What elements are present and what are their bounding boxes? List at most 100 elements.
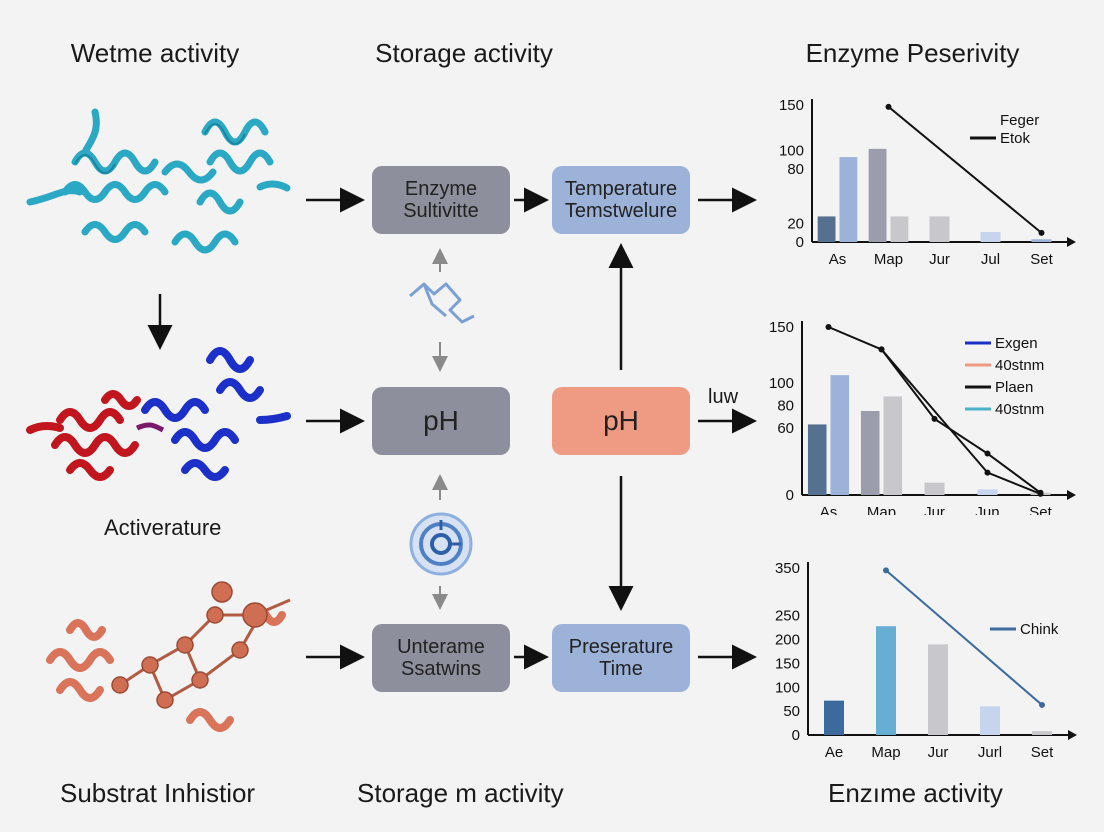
line-point (931, 415, 938, 422)
enzyme-box-line1: Enzyme (404, 178, 478, 200)
y-tick-label: 350 (775, 560, 800, 577)
x-tick-label: Map (874, 251, 903, 268)
y-tick-label: 50 (783, 703, 800, 720)
line-point (984, 450, 991, 457)
x-axis-arrow (1067, 490, 1076, 500)
line-point (1038, 229, 1045, 236)
caption-storage-m-activity: Storage m activity (357, 778, 564, 808)
legend-label: 40stnm (995, 401, 1044, 418)
bar (977, 489, 998, 495)
unterame-box-line1: Unterame (397, 636, 485, 658)
flow-arrows (147, 187, 757, 670)
x-tick-label: Jul (981, 251, 1000, 268)
line-point (825, 324, 832, 330)
x-tick-label: Jur (924, 504, 945, 515)
temperature-box-line1: Temperature (564, 178, 678, 200)
x-tick-label: Set (1029, 504, 1052, 515)
x-tick-label: Set (1030, 251, 1053, 268)
copper-substrate-molecule (46, 581, 291, 732)
line-point (984, 469, 991, 476)
y-tick-label: 80 (777, 397, 794, 414)
bar (868, 148, 887, 242)
bar (928, 644, 948, 735)
bar (830, 375, 850, 495)
line-point (1037, 490, 1044, 497)
y-tick-label: 60 (777, 420, 794, 437)
line-point (878, 346, 885, 353)
x-tick-label: Ae (825, 744, 843, 760)
x-tick-label: Map (871, 744, 900, 760)
heading-storage-activity: Storage activity (375, 38, 553, 68)
bar (824, 700, 844, 735)
side-label-luw: luw (708, 386, 739, 408)
y-tick-label: 200 (775, 632, 800, 649)
heading-wetme-activity: Wetme activity (70, 38, 240, 68)
enzyme-box-line2: Sultivitte (403, 200, 479, 222)
line-point (1039, 701, 1045, 708)
legend-label: 40stnm (995, 357, 1044, 374)
bar (929, 216, 950, 242)
molecule-chain-icon (409, 282, 475, 324)
bar (883, 396, 903, 495)
legend-label: Feger (1000, 112, 1039, 129)
cyan-protein-ribbon (26, 108, 291, 254)
x-tick-label: Map (867, 504, 896, 515)
bar (876, 626, 896, 735)
legend-label: Etok (1000, 130, 1031, 147)
x-tick-label: Jun (975, 504, 999, 515)
caption-enzime-activity: Enzıme activity (828, 778, 1003, 808)
y-tick-label: 100 (775, 679, 800, 696)
bar (924, 482, 945, 495)
x-tick-label: As (829, 251, 847, 268)
x-tick-label: Set (1031, 744, 1054, 760)
y-tick-label: 150 (775, 655, 800, 672)
legend-label: Chink (1020, 621, 1059, 638)
preserature-box-line2: Time (599, 658, 643, 680)
ph-gray-box: pH (372, 387, 510, 455)
y-tick-label: 0 (796, 234, 804, 251)
bar (980, 706, 1000, 735)
bar (839, 157, 858, 242)
y-tick-label: 150 (779, 97, 804, 114)
x-tick-label: Jur (928, 744, 949, 760)
red-blue-protein-ribbon (26, 347, 291, 481)
y-tick-label: 250 (775, 608, 800, 625)
series-line (885, 569, 1043, 706)
unterame-box-line2: Ssatwins (400, 658, 482, 680)
preserature-box-line1: Preserature (568, 636, 674, 658)
bar (1032, 731, 1052, 735)
heading-enzyme-peserivity: Enzyme Peserivity (805, 38, 1020, 68)
legend-label: Exgen (995, 335, 1038, 352)
y-tick-label: 20 (787, 216, 804, 233)
x-tick-label: Jur (929, 251, 950, 268)
y-tick-label: 100 (779, 143, 804, 160)
y-tick-label: 0 (792, 727, 800, 744)
bar (980, 231, 1001, 242)
temperature-box-line2: Temstwelure (564, 200, 678, 222)
line-point (883, 567, 889, 574)
x-tick-label: As (820, 504, 838, 515)
y-tick-label: 80 (787, 161, 804, 178)
bar (860, 411, 880, 495)
x-axis-arrow (1067, 237, 1076, 247)
ph-orange-box: pH (552, 387, 690, 455)
y-tick-label: 0 (786, 487, 794, 504)
caption-activerature: Activerature (104, 515, 222, 540)
series-line (887, 106, 1043, 234)
y-tick-label: 150 (769, 319, 794, 336)
caption-substrat-inhistior: Substrat Inhistior (60, 778, 256, 808)
bar (890, 216, 909, 242)
bar (817, 216, 836, 242)
y-tick-label: 100 (769, 375, 794, 392)
bar (807, 424, 827, 495)
x-axis-arrow (1068, 730, 1077, 740)
